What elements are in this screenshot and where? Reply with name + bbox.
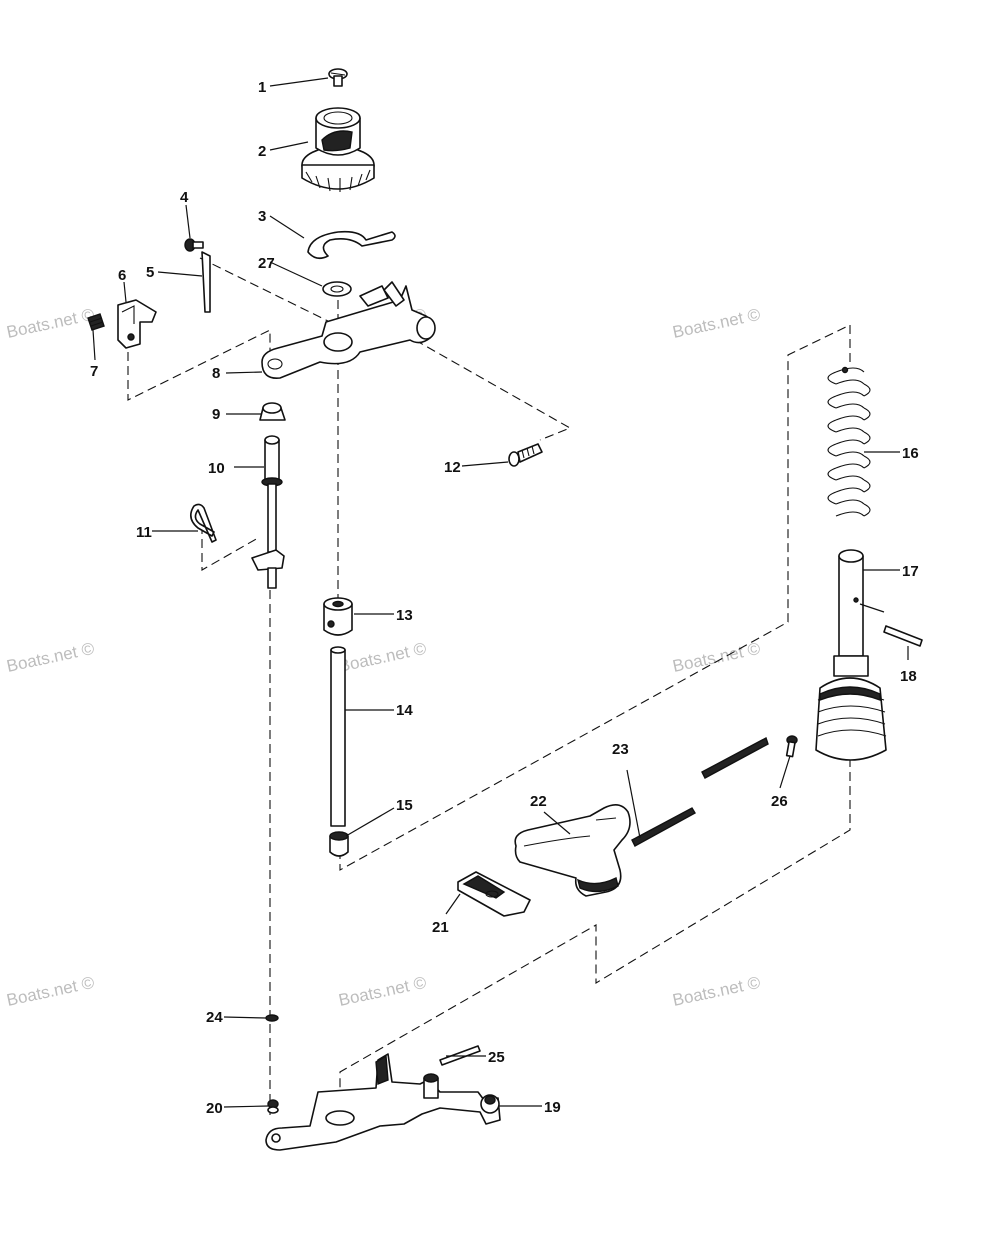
part-3-clip xyxy=(307,230,396,260)
watermark: Boats.net © xyxy=(337,973,429,1010)
callout-5: 5 xyxy=(146,264,154,281)
callout-2: 2 xyxy=(258,143,266,160)
part-5-pin xyxy=(201,251,211,313)
callout-16: 16 xyxy=(902,445,919,462)
callout-13: 13 xyxy=(396,607,413,624)
part-24-clip xyxy=(265,1014,279,1022)
part-19-lower-lever xyxy=(265,1053,501,1151)
callout-10: 10 xyxy=(208,460,225,477)
callout-6: 6 xyxy=(118,267,126,284)
part-9-bushing xyxy=(259,402,286,421)
part-1-screw xyxy=(328,68,348,87)
callout-8: 8 xyxy=(212,365,220,382)
part-4-screw xyxy=(184,238,204,252)
part-26-screw xyxy=(785,735,798,758)
part-13-coupler xyxy=(323,597,353,636)
watermarks: Boats.net © Boats.net © Boats.net © Boat… xyxy=(5,305,763,1010)
callout-27: 27 xyxy=(258,255,275,272)
callout-3: 3 xyxy=(258,208,266,225)
part-20-screw xyxy=(267,1099,279,1114)
part-15-fitting xyxy=(329,831,349,857)
callout-24: 24 xyxy=(206,1009,223,1026)
callout-20: 20 xyxy=(206,1100,223,1117)
assembly-line-4-8 xyxy=(199,257,331,323)
part-2-gear xyxy=(301,107,375,192)
part-10-shift-rod xyxy=(251,435,285,589)
part-22-handle xyxy=(514,804,631,897)
callout-7: 7 xyxy=(90,363,98,380)
part-27-washer xyxy=(322,281,352,297)
part-11-cotter-pin xyxy=(190,503,217,543)
callout-18: 18 xyxy=(900,668,917,685)
callout-22: 22 xyxy=(530,793,547,810)
watermark: Boats.net © xyxy=(671,973,763,1010)
callout-15: 15 xyxy=(396,797,413,814)
callout-21: 21 xyxy=(432,919,449,936)
callout-17: 17 xyxy=(902,563,919,580)
watermark: Boats.net © xyxy=(5,305,97,342)
assembly-line-17-19 xyxy=(339,758,851,1108)
callout-23: 23 xyxy=(612,741,629,758)
part-16-spring xyxy=(827,366,871,517)
watermark: Boats.net © xyxy=(671,639,763,676)
watermark: Boats.net © xyxy=(337,639,429,676)
callout-11: 11 xyxy=(136,524,152,541)
assembly-line-15-16 xyxy=(339,324,851,871)
assembly-line-8-12 xyxy=(414,339,572,441)
watermark: Boats.net © xyxy=(671,305,763,342)
callouts: 1 2 3 4 5 6 7 8 9 10 11 12 13 14 15 16 1… xyxy=(90,79,919,1117)
part-7-screw xyxy=(87,313,105,331)
callout-26: 26 xyxy=(771,793,788,810)
part-21-insert xyxy=(457,871,531,917)
watermark: Boats.net © xyxy=(5,639,97,676)
part-8-lever xyxy=(261,281,436,379)
part-17-tube xyxy=(815,549,887,761)
callout-4: 4 xyxy=(180,189,189,206)
watermark: Boats.net © xyxy=(5,973,97,1010)
assembly-line-11-10 xyxy=(201,525,259,571)
callout-1: 1 xyxy=(258,79,266,96)
callout-9: 9 xyxy=(212,406,220,423)
part-14-rod xyxy=(330,646,346,827)
part-12-screw xyxy=(508,443,543,467)
callout-19: 19 xyxy=(544,1099,561,1116)
callout-25: 25 xyxy=(488,1049,505,1066)
leader-lines xyxy=(92,77,909,1108)
assembly-line-6-8 xyxy=(127,329,271,401)
part-23-cable xyxy=(631,736,769,847)
callout-12: 12 xyxy=(444,459,461,476)
callout-14: 14 xyxy=(396,702,413,719)
part-18-pin xyxy=(883,625,923,647)
part-6-bracket xyxy=(117,299,157,349)
